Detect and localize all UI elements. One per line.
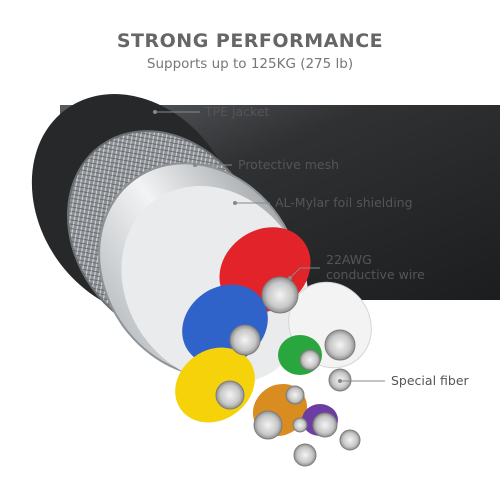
conductor-bundle [175, 227, 372, 467]
wire-strand [299, 349, 321, 371]
wire-strand [292, 417, 308, 433]
wire-strand [229, 324, 261, 356]
wire-strand [339, 429, 361, 451]
wire-strand [215, 380, 245, 410]
wire-strand [253, 410, 283, 440]
callout-wire-gauge: 22AWG [326, 252, 372, 267]
wire-strand [312, 412, 338, 438]
wire-strand [261, 276, 299, 314]
wire-strand [285, 385, 305, 405]
callout-foil-shielding: AL-Mylar foil shielding [275, 195, 413, 210]
callout-special-fiber: Special fiber [391, 373, 469, 388]
wire-strand [324, 329, 356, 361]
callout-wire-label: conductive wire [326, 267, 425, 282]
callout-tpe-jacket: TPE jacket [205, 104, 270, 119]
subheadline: Supports up to 125KG (275 lb) [146, 56, 354, 72]
wire-leader [289, 267, 320, 279]
callout-conductive-wire: 22AWG conductive wire [326, 252, 425, 282]
leader-lines [153, 110, 385, 383]
callout-protective-mesh: Protective mesh [238, 157, 340, 172]
wire-strand [293, 443, 317, 467]
headline: STRONG PERFORMANCE [116, 30, 384, 52]
